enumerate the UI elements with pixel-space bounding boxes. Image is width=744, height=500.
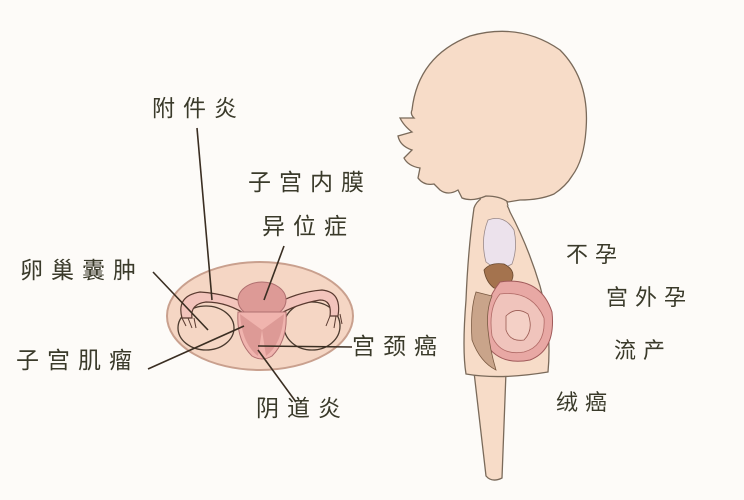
label-infertility: 不孕 <box>566 243 625 268</box>
label-endometriosis-line2: 异位症 <box>262 214 355 240</box>
leader-cervical-cancer <box>257 345 353 348</box>
leader-adnexitis <box>196 127 213 301</box>
leader-vaginitis <box>257 349 297 403</box>
leader-endometriosis <box>263 245 285 301</box>
girl-leg <box>473 371 507 481</box>
girl-figure <box>397 30 588 481</box>
label-adnexitis: 附件炎 <box>152 96 245 122</box>
leader-lines <box>147 127 353 403</box>
label-uterine-fibroid: 子宫肌瘤 <box>16 348 140 374</box>
leader-uterine-fibroid <box>147 325 245 370</box>
uterus-diagram <box>166 261 354 371</box>
label-miscarriage: 流产 <box>614 339 673 364</box>
label-ectopic-pregnancy: 宫外孕 <box>606 286 694 311</box>
leader-ovarian-cyst <box>152 271 209 331</box>
girl-head <box>397 30 588 203</box>
label-vaginitis: 阴道炎 <box>256 396 349 422</box>
left-ovary <box>177 305 235 351</box>
label-cervical-cancer: 宫颈癌 <box>352 334 445 360</box>
label-endometriosis-line1: 子宫内膜 <box>248 170 372 196</box>
intestines <box>471 291 497 371</box>
label-choriocarcinoma: 绒癌 <box>556 391 615 416</box>
label-ovarian-cyst: 卵巢囊肿 <box>20 258 144 284</box>
fetus <box>505 310 531 341</box>
